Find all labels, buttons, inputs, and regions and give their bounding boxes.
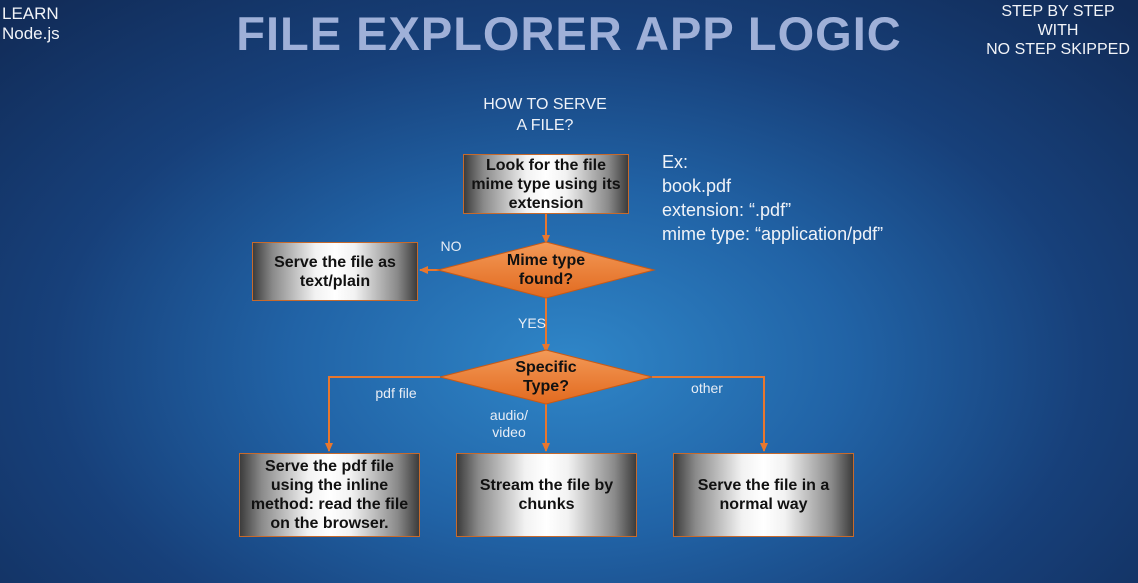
tagline-line: STEP BY STEP (1001, 3, 1115, 20)
example-line: Ex: (662, 152, 689, 172)
slide-title: FILE EXPLORER APP LOGIC (236, 7, 902, 60)
arrow-to-pdf (325, 376, 440, 452)
edge-label-pdf: pdf file (375, 385, 417, 401)
course-label-line: LEARN (2, 4, 59, 23)
example-line: book.pdf (662, 176, 732, 196)
question-line: A FILE? (516, 117, 574, 134)
edge-label-no: NO (440, 238, 462, 254)
example-line: mime type: “application/pdf” (662, 224, 884, 244)
example-note: Ex: book.pdf extension: “.pdf” mime type… (662, 150, 883, 246)
mime-found-label: Mime type found? (506, 252, 586, 288)
course-label: LEARN Node.js (2, 4, 60, 44)
stream-chunks-box: Stream the file by chunks (456, 453, 637, 537)
example-line: extension: “.pdf” (662, 200, 792, 220)
tagline-line: WITH (1037, 22, 1079, 39)
serve-normal-box: Serve the file in a normal way (673, 453, 854, 537)
specific-type-label: Specific Type? (515, 359, 577, 395)
tagline: STEP BY STEP WITH NO STEP SKIPPED (978, 2, 1138, 59)
serve-pdf-box: Serve the pdf file using the inline meth… (239, 453, 420, 537)
edge-label-audio-video: audio/ video (489, 407, 529, 440)
serve-plain-box: Serve the file as text/plain (252, 242, 418, 301)
arrow-to-normal (652, 376, 768, 452)
lookup-mime-box: Look for the file mime type using its ex… (463, 154, 629, 214)
tagline-line: NO STEP SKIPPED (986, 41, 1130, 58)
mime-found-diamond (436, 241, 656, 299)
specific-type-diamond (439, 349, 653, 405)
edge-label-yes: YES (517, 315, 546, 331)
diagram-question: HOW TO SERVE A FILE? (440, 94, 650, 136)
question-line: HOW TO SERVE (483, 96, 607, 113)
edge-label-other: other (691, 380, 723, 396)
course-label-line: Node.js (2, 24, 60, 43)
